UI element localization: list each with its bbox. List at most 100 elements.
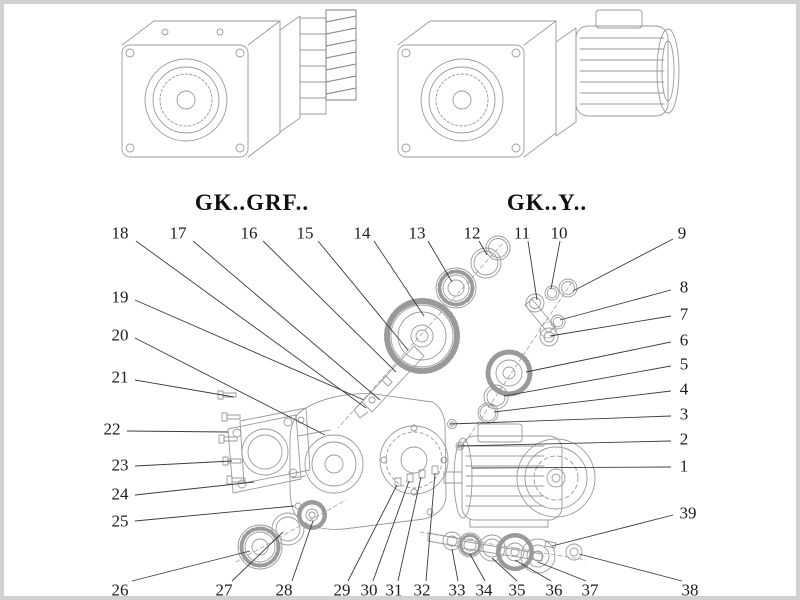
leader-line-23 bbox=[134, 460, 233, 467]
part-number-30: 30 bbox=[361, 581, 378, 600]
callouts-layer: 1234567891011121314151617181920212223242… bbox=[104, 224, 699, 600]
part-number-12: 12 bbox=[464, 224, 481, 243]
part-number-10: 10 bbox=[551, 224, 568, 243]
part-number-4: 4 bbox=[680, 380, 689, 399]
leader-line-20 bbox=[134, 337, 326, 436]
part-number-9: 9 bbox=[678, 224, 687, 243]
part-number-18: 18 bbox=[112, 224, 129, 243]
motor-shaft bbox=[443, 471, 463, 484]
y-housing-top bbox=[397, 20, 557, 46]
axis-input-line bbox=[337, 243, 503, 429]
leader-line-15 bbox=[317, 240, 409, 351]
part-number-19: 19 bbox=[112, 288, 129, 307]
part-number-6: 6 bbox=[680, 331, 689, 350]
part-number-28: 28 bbox=[276, 581, 293, 600]
leader-line-17 bbox=[192, 240, 381, 401]
leader-line-24 bbox=[134, 481, 255, 496]
grf-input-flange bbox=[279, 15, 301, 133]
part-number-26: 26 bbox=[112, 581, 129, 600]
mounting-flange bbox=[227, 407, 311, 494]
part-number-36: 36 bbox=[546, 581, 563, 600]
gearbox-drawing-y bbox=[397, 9, 680, 158]
leader-line-11 bbox=[527, 240, 538, 301]
input-bearing bbox=[435, 267, 477, 309]
leader-line-37 bbox=[537, 561, 587, 582]
part-number-27: 27 bbox=[216, 581, 234, 600]
part-number-15: 15 bbox=[297, 224, 314, 243]
leader-line-31 bbox=[397, 476, 422, 582]
leader-line-30 bbox=[372, 480, 410, 582]
grf-housing-top bbox=[121, 20, 281, 46]
leader-line-22 bbox=[126, 430, 229, 433]
part-number-21: 21 bbox=[112, 368, 129, 387]
output-shaft-assembly bbox=[427, 531, 583, 574]
part-number-29: 29 bbox=[334, 581, 351, 600]
leader-line-34 bbox=[469, 553, 486, 582]
grf-housing-front bbox=[121, 44, 249, 158]
part-number-11: 11 bbox=[514, 224, 530, 243]
variant-label-grf: GK..GRF.. bbox=[195, 190, 309, 215]
part-number-16: 16 bbox=[241, 224, 258, 243]
leader-line-16 bbox=[262, 240, 397, 373]
intermediate-gear bbox=[485, 349, 533, 397]
part-number-17: 17 bbox=[170, 224, 188, 243]
leader-line-10 bbox=[550, 240, 561, 290]
leader-line-25 bbox=[134, 505, 295, 522]
motor-terminal-box bbox=[477, 423, 523, 443]
part-number-25: 25 bbox=[112, 512, 129, 531]
leader-line-3 bbox=[449, 415, 672, 425]
part-number-37: 37 bbox=[582, 581, 600, 600]
leader-line-18 bbox=[135, 240, 367, 409]
flange-bolts bbox=[217, 390, 246, 485]
leader-line-4 bbox=[493, 390, 672, 413]
y-motor bbox=[555, 9, 680, 137]
part-number-32: 32 bbox=[414, 581, 431, 600]
part-number-14: 14 bbox=[354, 224, 372, 243]
leader-line-2 bbox=[457, 440, 672, 447]
output-bearing-set bbox=[237, 500, 327, 570]
leader-line-27 bbox=[231, 531, 284, 582]
output-shaft bbox=[353, 345, 425, 419]
leader-line-26 bbox=[131, 550, 251, 582]
pinion-shaft-group bbox=[524, 278, 578, 339]
axis-seal-line bbox=[235, 499, 347, 563]
leader-line-32 bbox=[425, 472, 436, 582]
leader-line-21 bbox=[134, 379, 235, 398]
leader-line-36 bbox=[514, 559, 552, 582]
electric-motor bbox=[443, 423, 596, 528]
leader-line-28 bbox=[291, 520, 314, 582]
leader-line-33 bbox=[451, 548, 459, 582]
shim-rings bbox=[477, 384, 509, 424]
leader-line-39 bbox=[551, 514, 674, 547]
leader-line-38 bbox=[578, 553, 683, 582]
leader-line-7 bbox=[549, 315, 672, 337]
leader-line-13 bbox=[427, 240, 453, 283]
grf-internal-gear bbox=[159, 73, 213, 127]
part-number-8: 8 bbox=[680, 278, 689, 297]
leader-line-9 bbox=[572, 238, 674, 292]
leader-line-35 bbox=[491, 557, 518, 582]
part-number-1: 1 bbox=[680, 457, 689, 476]
leader-line-6 bbox=[525, 341, 672, 373]
exploded-view bbox=[217, 235, 596, 574]
part-number-34: 34 bbox=[476, 581, 494, 600]
part-number-22: 22 bbox=[104, 420, 121, 439]
variant-label-y: GK..Y.. bbox=[507, 190, 587, 215]
part-number-13: 13 bbox=[409, 224, 426, 243]
leader-line-1 bbox=[471, 466, 672, 469]
axis-pinion-line bbox=[459, 281, 573, 451]
part-number-23: 23 bbox=[112, 456, 129, 475]
part-number-5: 5 bbox=[680, 355, 689, 374]
part-number-20: 20 bbox=[112, 326, 129, 345]
shaft-key bbox=[381, 375, 393, 387]
leader-line-12 bbox=[478, 240, 488, 256]
assembly-key bbox=[544, 540, 557, 549]
y-housing-front bbox=[397, 44, 525, 158]
spacer-washers bbox=[539, 314, 566, 347]
part-number-24: 24 bbox=[112, 485, 130, 504]
grf-input-cover bbox=[325, 9, 357, 101]
y-motor-terminal-box bbox=[595, 9, 643, 29]
leader-line-14 bbox=[373, 240, 425, 317]
